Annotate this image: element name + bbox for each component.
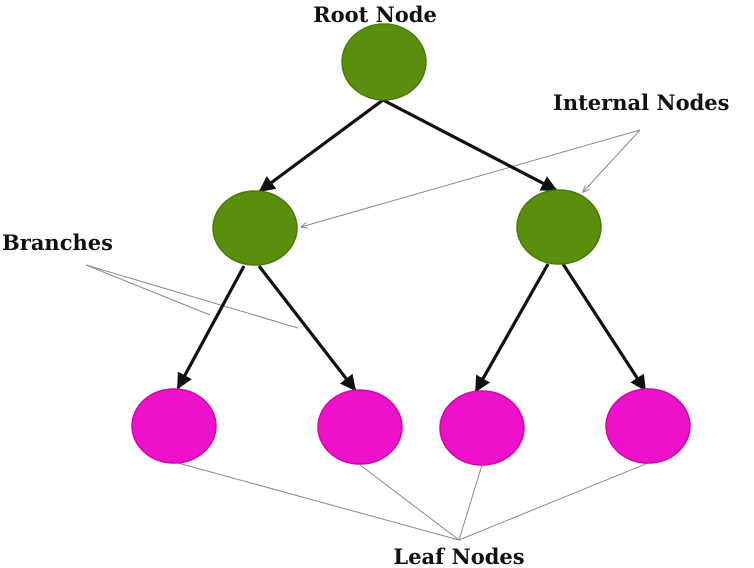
pointer-line [458, 464, 483, 541]
branch-root-to-left-internal [258, 98, 384, 193]
branch-root-to-right-internal [382, 98, 558, 192]
internal-node-right [516, 189, 602, 265]
leaf-nodes-label: Leaf Nodes [393, 544, 524, 568]
leaf-nodes-pointers [177, 462, 649, 541]
branch-right-internal-to-leaf-4 [561, 263, 647, 392]
pointer-line [85, 264, 299, 329]
pointer-line [583, 129, 641, 192]
tree-branches [176, 98, 647, 393]
tree-nodes [131, 23, 691, 466]
leaf-node-3 [439, 390, 525, 466]
branch-left-internal-to-leaf-1 [176, 265, 246, 390]
pointer-line [359, 464, 460, 541]
internal-node-left [212, 190, 298, 266]
pointer-line [458, 462, 649, 541]
pointer-line [85, 264, 211, 316]
branches-label: Branches [2, 230, 113, 255]
pointer-line [177, 462, 460, 541]
pointer-line [301, 129, 641, 227]
leaf-node-4 [605, 388, 691, 464]
root-node-label: Root Node [313, 2, 437, 27]
leaf-node-1 [131, 388, 217, 464]
leaf-node-2 [317, 389, 403, 465]
internal-nodes-label: Internal Nodes [553, 90, 729, 115]
internal-nodes-pointers [301, 129, 641, 227]
branch-right-internal-to-leaf-3 [474, 263, 550, 393]
branch-left-internal-to-leaf-2 [257, 265, 357, 392]
root-node [341, 23, 427, 101]
branches-pointers [85, 264, 299, 329]
